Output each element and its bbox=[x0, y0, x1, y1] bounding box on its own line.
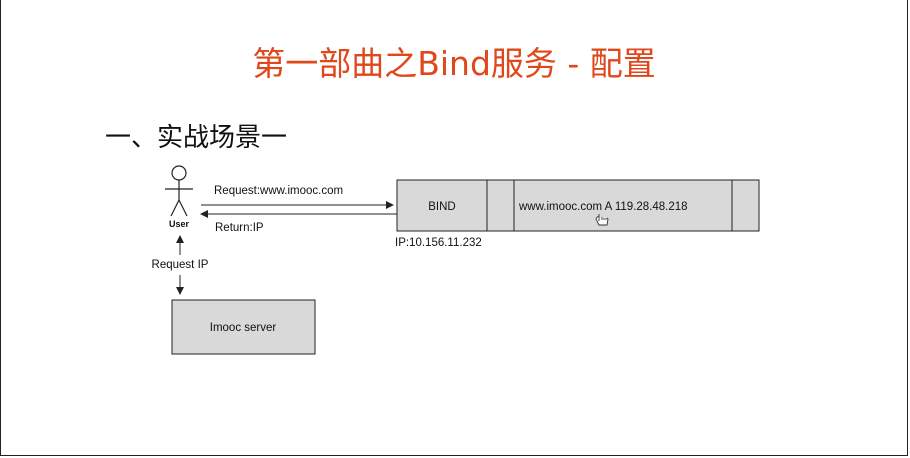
return-label: Return:IP bbox=[215, 222, 264, 234]
section-heading: 一、实战场景一 bbox=[105, 123, 288, 153]
bind-ip-label: IP:10.156.11.232 bbox=[395, 237, 482, 249]
request-ip-label: Request IP bbox=[152, 259, 209, 271]
server-label: Imooc server bbox=[210, 322, 277, 334]
bind-label: BIND bbox=[428, 201, 455, 213]
bind-box bbox=[396, 179, 760, 232]
server-box bbox=[171, 299, 316, 355]
request-label: Request:www.imooc.com bbox=[214, 185, 343, 197]
user-icon bbox=[165, 165, 193, 217]
user-label: User bbox=[169, 219, 190, 229]
hand-cursor-icon bbox=[595, 214, 609, 226]
dns-record-label: www.imooc.com A 119.28.48.218 bbox=[518, 201, 688, 213]
slide-title: 第一部曲之Bind服务 - 配置 bbox=[252, 44, 656, 83]
